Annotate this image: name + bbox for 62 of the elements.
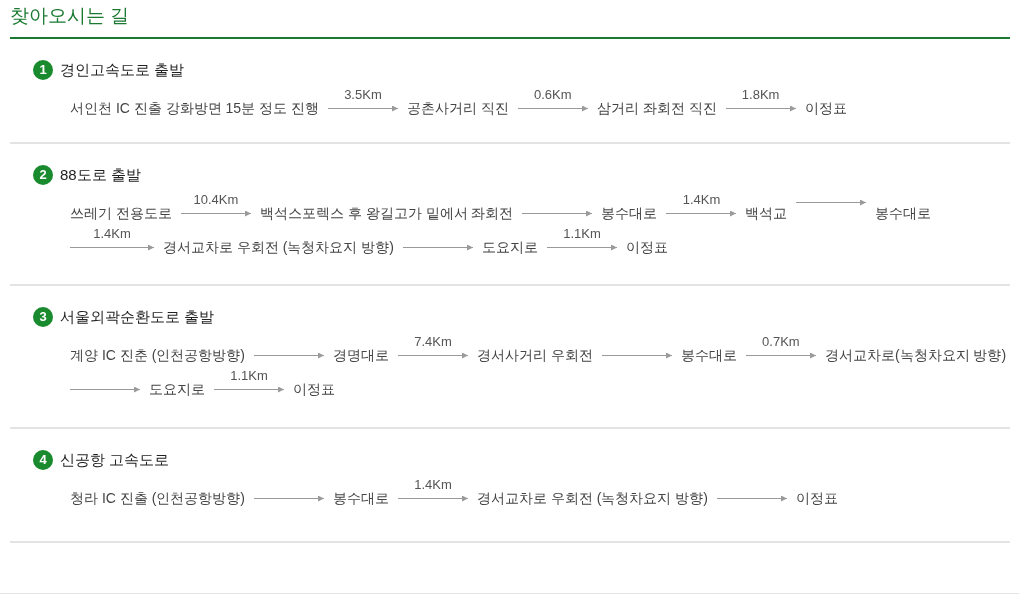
place-text: 삼거리 좌회전 직진	[587, 98, 726, 118]
edge-label: 10.4Km	[192, 193, 240, 207]
place-text: 도요지로	[473, 237, 547, 257]
arrow	[69, 386, 141, 393]
arrow	[795, 199, 867, 206]
arrow	[397, 352, 469, 359]
arrow	[402, 244, 474, 251]
arrow	[69, 244, 155, 251]
arrow	[397, 495, 469, 502]
place-text: 청라 IC 진출 (인천공항방향)	[61, 488, 254, 508]
edge-label: 3.5Km	[343, 88, 383, 102]
place-text: 경서교차로 우회전 (녹청차요지 방향)	[468, 488, 717, 508]
place-text: 이정표	[284, 379, 344, 399]
arrow	[716, 495, 788, 502]
place-text: 봉수대로	[592, 203, 667, 223]
route-heading: 경인고속도로 출발	[60, 59, 185, 80]
arrow	[521, 210, 593, 217]
arrow	[546, 244, 618, 251]
edge-label: 1.1Km	[229, 369, 269, 383]
step-number-badge: 3	[33, 307, 53, 327]
place-text: 백석스포렉스 후 왕길고가 밑에서 좌회전	[250, 203, 523, 223]
arrow	[327, 105, 399, 112]
step-number-badge: 1	[33, 60, 53, 80]
edge-label: 1.4Km	[92, 227, 132, 241]
arrow	[745, 352, 817, 359]
route-heading: 신공항 고속도로	[60, 449, 170, 470]
arrow	[213, 386, 285, 393]
arrow	[601, 352, 673, 359]
edge-label: 1.1Km	[562, 227, 602, 241]
arrow	[725, 105, 797, 112]
edge-label: 1.4Km	[681, 193, 722, 207]
place-text: 경서교차로 우회전 (녹청차요지 방향)	[154, 237, 403, 257]
edge-label: 0.6Km	[533, 88, 573, 102]
edge-label: 1.4Km	[413, 478, 453, 492]
place-text: 백석교	[736, 203, 797, 223]
place-text: 계양 IC 진춘 (인천공항방향)	[61, 345, 254, 365]
place-text: 서인천 IC 진출 강화방면 15분 정도 진행	[61, 98, 328, 118]
place-text: 도요지로	[140, 379, 214, 399]
arrow	[665, 210, 737, 217]
arrow	[180, 210, 252, 217]
place-text: 이정표	[795, 98, 856, 118]
place-text: 이정표	[617, 237, 677, 257]
arrow	[517, 105, 589, 112]
arrow	[253, 352, 325, 359]
step-number-badge: 2	[33, 165, 53, 185]
edge-label: 1.8Km	[740, 88, 781, 102]
place-text: 쓰레기 전용도로	[61, 203, 181, 223]
place-text: 경명대로	[324, 345, 398, 365]
arrow	[253, 495, 325, 502]
place-text: 공촌사거리 직진	[397, 98, 518, 118]
route-heading: 서울외곽순환도로 출발	[60, 306, 215, 327]
route-heading: 88도로 출발	[60, 164, 141, 185]
edge-label: 7.4Km	[413, 335, 453, 349]
place-text: 봉수대로	[324, 488, 398, 508]
place-text: 이정표	[787, 488, 847, 508]
place-text: 경서사거리 우회전	[468, 345, 602, 365]
place-text: 봉수대로	[671, 345, 746, 365]
place-text: 경서교차로(녹청차요지 방향)	[815, 345, 1016, 365]
page-title: 찾아오시는 길	[10, 4, 130, 28]
edge-label: 0.7Km	[761, 335, 801, 349]
step-number-badge: 4	[33, 450, 53, 470]
place-text: 봉수대로	[866, 203, 941, 223]
